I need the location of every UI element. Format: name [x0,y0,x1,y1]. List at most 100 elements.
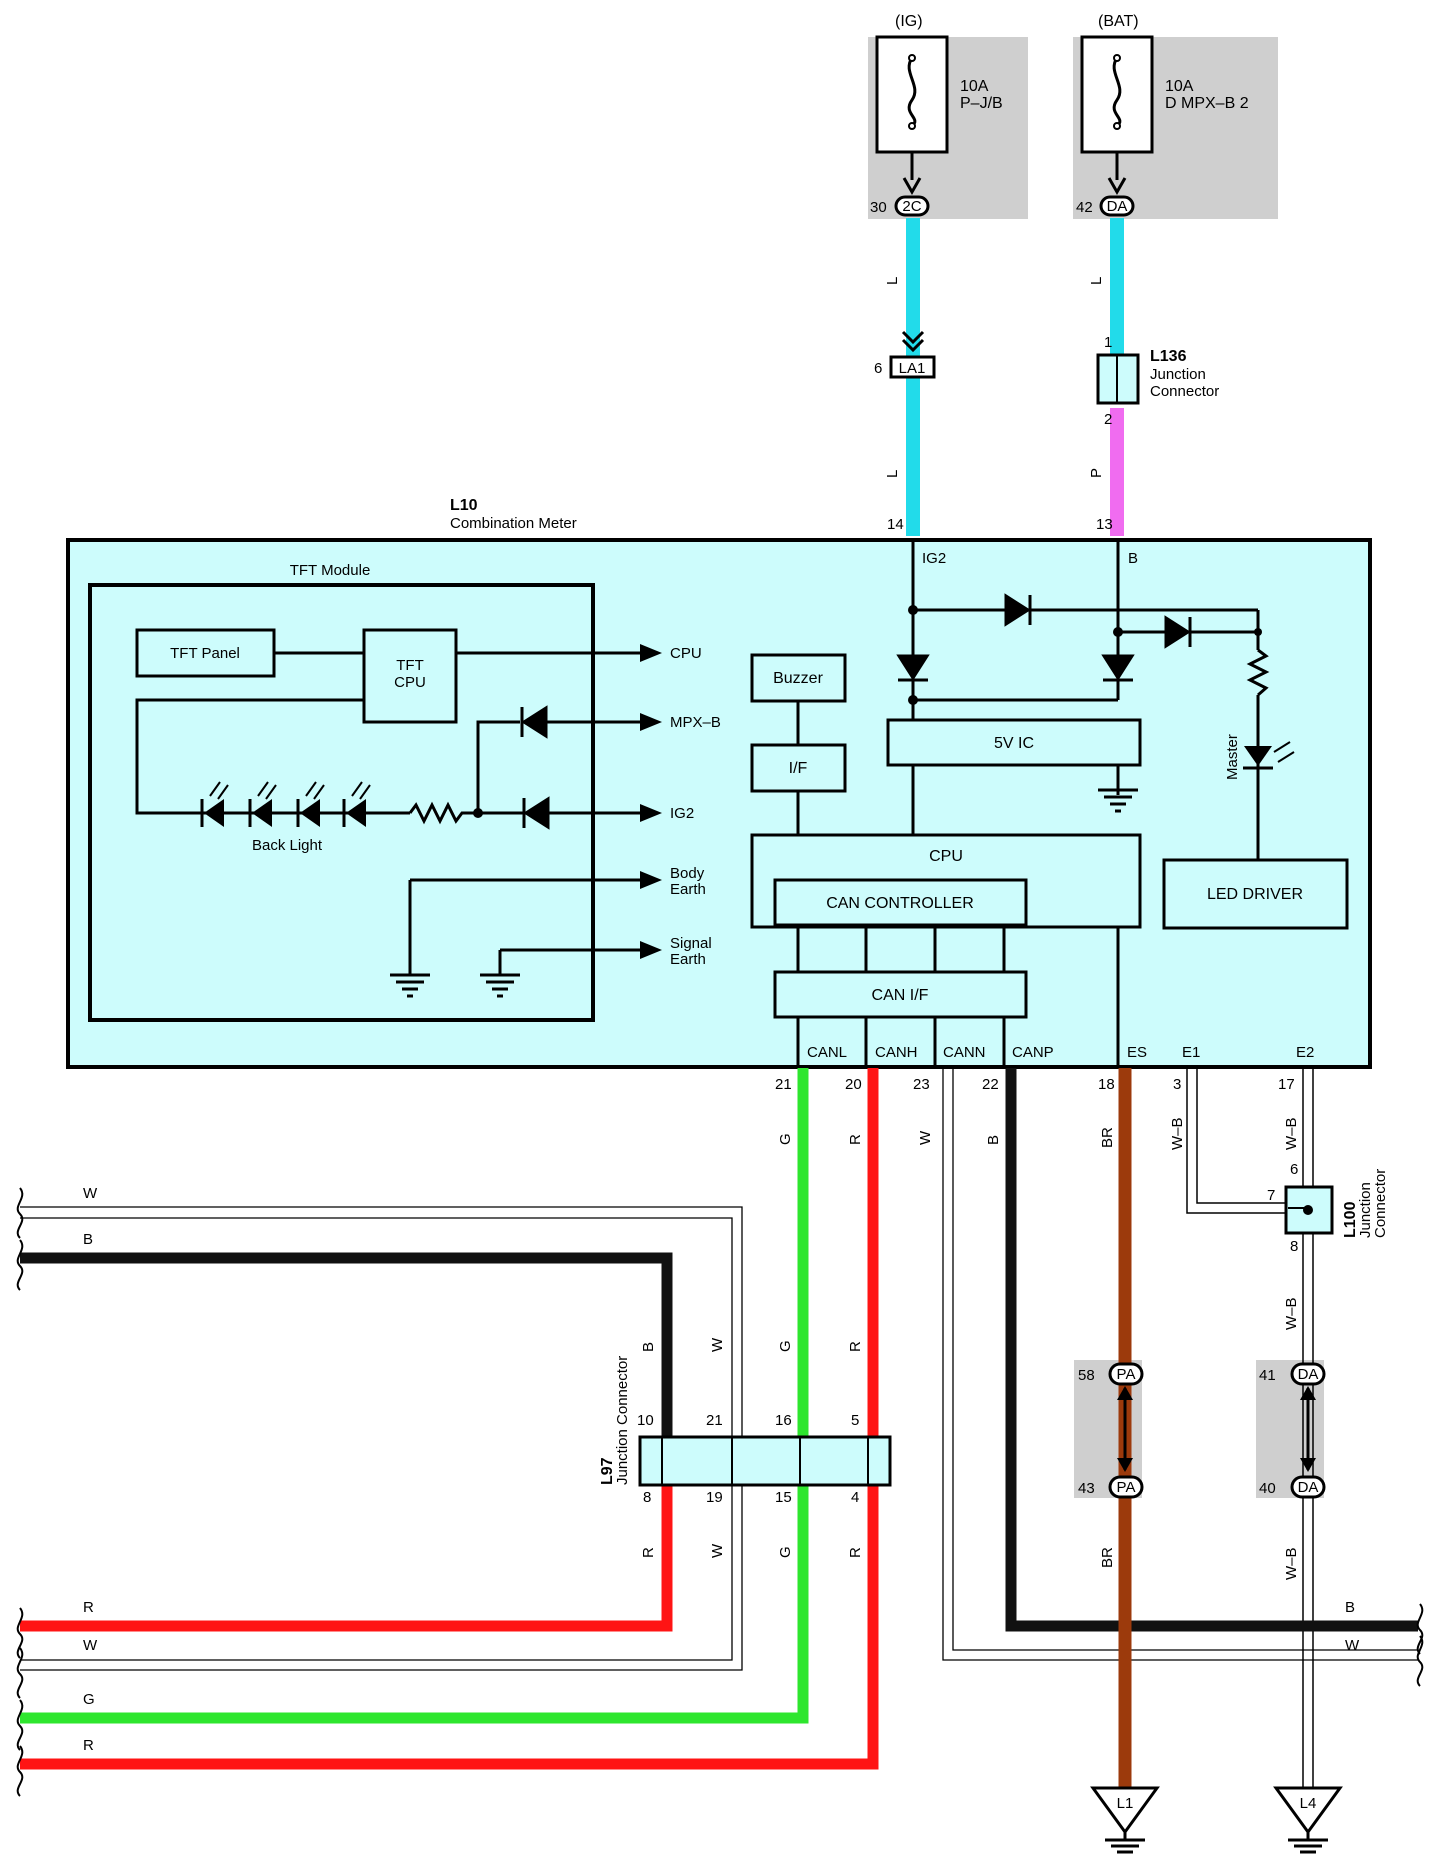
left-wire-labels: W B R W G R B W [83,1185,1360,1754]
wire-label-canl: G [777,1133,794,1145]
arrow-cpu-icon [640,644,662,662]
connector-da-top-pin: 42 [1076,199,1093,216]
meter-id: L10 [450,497,478,514]
diode-b-icon [1101,654,1135,681]
backlight-led-icon [342,781,371,827]
supply-diodes [896,593,1192,682]
master-led-label: Master [1224,734,1241,780]
tft-cpu-line2: CPU [394,674,426,691]
tft-panel-label: TFT Panel [170,645,240,662]
diode-ig2-icon [896,654,930,681]
wire-color-l-3: L [1088,277,1105,285]
l100-pin7: 7 [1267,1187,1275,1204]
arrow-mpxb-icon [640,713,662,731]
term-e1: E1 [1182,1044,1200,1061]
fuse-bat-rating: 10A [1165,78,1194,95]
backlight-leds: Back Light [200,781,371,854]
term-canl: CANL [807,1044,847,1061]
junction-connector-l136: 1 2 L136 Junction Connector [1096,334,1219,428]
ic-5v: 5V IC [886,718,1142,767]
cpu-block: CPU CAN CONTROLLER [750,833,1142,929]
wire-r-bottom-2 [20,1485,879,1770]
left-wire-w1-label: W [83,1185,98,1202]
if-label: I/F [789,760,808,777]
term-e2: E2 [1296,1044,1314,1061]
l136-pin-top: 1 [1104,334,1112,351]
term-es: ES [1127,1044,1147,1061]
if-block: I/F [750,743,847,793]
output-body-earth-label: Earth [670,881,706,898]
output-signal-label: Signal [670,935,712,952]
ground-l4: L4 [1273,1786,1343,1854]
pin-cann: 23 [913,1076,930,1093]
fuse-ig-element [907,57,917,128]
left-wire-w2-label: W [83,1637,98,1654]
meter-body [66,538,1372,1069]
diode-b-led-icon [1164,615,1191,649]
ground-body-icon [390,973,430,998]
connector-pa-pair: PA PA 58 43 BR [1074,1360,1144,1568]
supply-junction-dots [908,605,1262,705]
arrow-ig2-icon [640,804,662,822]
wire-break-marks [16,1187,1424,1797]
l97-pin-top-4: 5 [851,1412,859,1429]
fuse-bat-name: D MPX–B 2 [1165,95,1249,112]
tft-wiring [135,651,640,975]
wire-color-l-1: L [884,277,901,285]
arrow-body-earth-icon [640,871,662,889]
l100-pin8: 8 [1290,1238,1298,1255]
ground-l1-label: L1 [1117,1795,1134,1812]
fuse-bat-supply-label: (BAT) [1098,13,1139,30]
l97-wire-top-3: G [777,1340,794,1352]
output-mpxb-label: MPX–B [670,714,721,731]
arrow-signal-earth-icon [640,941,662,959]
da-top-label: DA [1298,1366,1319,1383]
l97-wire-bottom-3: G [777,1546,794,1558]
pa-pin-bottom: 43 [1078,1480,1095,1497]
l97-pin-bottom-2: 19 [706,1489,723,1506]
connector-la1: LA1 6 [874,330,936,379]
fuse-ig-name: P–J/B [960,95,1003,112]
meter-name: Combination Meter [450,515,577,532]
l97-pin-bottom-1: 8 [643,1489,651,1506]
pa-bottom-label: PA [1117,1479,1136,1496]
fuse-box-ig: (IG) 10A P–J/B [868,13,1028,219]
l97-pin-top-2: 21 [706,1412,723,1429]
da-wire-label: W–B [1283,1547,1300,1580]
tft-grounds [390,973,520,998]
pa-pin-top: 58 [1078,1367,1095,1384]
diode-ig2-b-icon [1004,593,1031,627]
l136-id: L136 [1150,348,1187,365]
wire-r-bottom-1 [20,1485,673,1632]
term-cann: CANN [943,1044,986,1061]
ground-l4-icon [1273,1786,1343,1835]
connector-2c-label: 2C [902,198,921,215]
diode-ig2-tft-icon [523,796,550,830]
pin-canl: 21 [775,1076,792,1093]
ground-l1-icon [1090,1786,1160,1835]
l97-wire-top-2: W [709,1337,726,1352]
wire-g-bottom [20,1485,809,1724]
ground-5v-icon [1098,765,1138,813]
tft-diodes [520,705,550,830]
meter-pin-ig: 14 [887,516,904,533]
pa-wire-label: BR [1099,1547,1116,1568]
cpu-label: CPU [929,848,963,865]
backlight-label: Back Light [252,837,323,854]
l97-label: Junction Connector [614,1356,631,1485]
l100-line2: Connector [1372,1169,1389,1238]
left-wire-r1-label: R [83,1599,94,1616]
left-wire-r2-label: R [83,1737,94,1754]
combination-meter: L10 Combination Meter 14 13 IG2 B [66,497,1372,1069]
da-pin-bottom: 40 [1259,1480,1276,1497]
connector-2c-pin: 30 [870,199,887,216]
da-pin-top: 41 [1259,1367,1276,1384]
l97-pin-top-3: 16 [775,1412,792,1429]
tft-module-title: TFT Module [290,562,371,579]
pa-top-label: PA [1117,1366,1136,1383]
pin-es: 18 [1098,1076,1115,1093]
l97-id: L97 [599,1457,616,1485]
buzzer-block: Buzzer [750,653,847,703]
ground-l4-label: L4 [1300,1795,1317,1812]
